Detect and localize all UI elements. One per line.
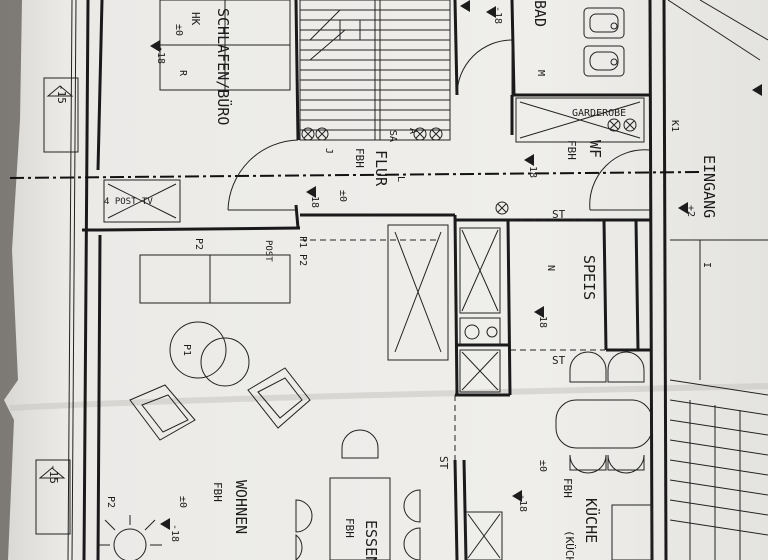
label-r: R — [177, 70, 188, 77]
label-m-bad: M — [535, 70, 546, 76]
label-sa: SA — [387, 130, 398, 142]
label-garderobe: GARDEROBE — [572, 108, 626, 119]
label-st-1: ST — [552, 208, 566, 221]
label-p1p2: P1 P2 — [297, 236, 308, 266]
dimension-marks — [35, 77, 79, 535]
bathroom-fixtures — [583, 7, 625, 77]
label-post: POST — [263, 240, 273, 262]
level-schlafen: ±0 — [173, 24, 184, 36]
level-kueche-0: ±0 — [537, 460, 548, 472]
paper-sheet — [4, 0, 768, 560]
kitchen-units — [465, 351, 653, 560]
dim-bottom: -15 — [47, 464, 60, 484]
switch-symbols — [301, 118, 637, 215]
label-i: I — [701, 262, 712, 268]
room-label-flur: FLUR — [372, 150, 390, 187]
level-bad: -18 — [492, 6, 503, 24]
living-furniture — [98, 224, 501, 560]
label-kueche-sub: (KÜCH — [563, 530, 576, 560]
terrace-steps — [669, 239, 768, 560]
level-eingang: +2 — [685, 205, 696, 217]
label-st-3: ST — [437, 456, 450, 470]
doors — [227, 39, 651, 211]
label-st-2: ST — [552, 354, 566, 367]
room-label-wf: WF — [586, 140, 604, 158]
label-fbh-flur: FBH — [353, 148, 366, 168]
level-flur: -18 — [309, 190, 320, 208]
dim-top: -15 — [55, 84, 68, 104]
room-label-kueche: KÜCHE — [582, 498, 601, 543]
level-wohnen-18: -18 — [169, 524, 180, 542]
label-a: A — [407, 128, 418, 134]
outer-walls — [67, 0, 768, 560]
room-label-schlafen: SCHLAFEN/BÜRO — [214, 8, 233, 125]
level-wohnen: ±0 — [177, 496, 188, 508]
room-label-wohnen: WOHNEN — [232, 480, 250, 534]
label-hk: HK — [189, 12, 202, 26]
axis-line — [9, 171, 701, 179]
level-flur-0: ±0 — [337, 190, 348, 202]
label-post-tv: 4 POST TV — [104, 197, 153, 207]
level-wf: -18 — [527, 160, 538, 178]
room-label-eingang: EINGANG — [700, 155, 718, 218]
room-label-speis: SPEIS — [580, 255, 598, 300]
label-p1: P1 — [181, 344, 192, 356]
garderobe-cabinet — [515, 97, 645, 143]
level-kueche: -18 — [517, 494, 528, 512]
level-speis: -18 — [537, 310, 548, 328]
level-markers — [150, 0, 762, 530]
staircase — [299, 0, 451, 141]
room-label-bad: BAD — [531, 0, 549, 27]
label-n-speis: N — [545, 265, 556, 271]
label-p2-wohnen: P2 — [105, 496, 116, 508]
label-k1: K1 — [669, 120, 680, 132]
label-j: J — [323, 148, 334, 154]
level-schlafen-18: -18 — [155, 46, 166, 64]
label-p2: P2 — [193, 238, 204, 250]
label-fbh-wohnen: FBH — [211, 482, 224, 502]
label-fbh-essen: FBH — [343, 518, 356, 538]
label-fbh-wf: FBH — [565, 140, 578, 160]
room-label-essen: ESSEN — [362, 520, 380, 560]
label-fbh-kueche: FBH — [561, 478, 574, 498]
wiring — [300, 219, 605, 460]
label-l: L — [395, 176, 406, 182]
